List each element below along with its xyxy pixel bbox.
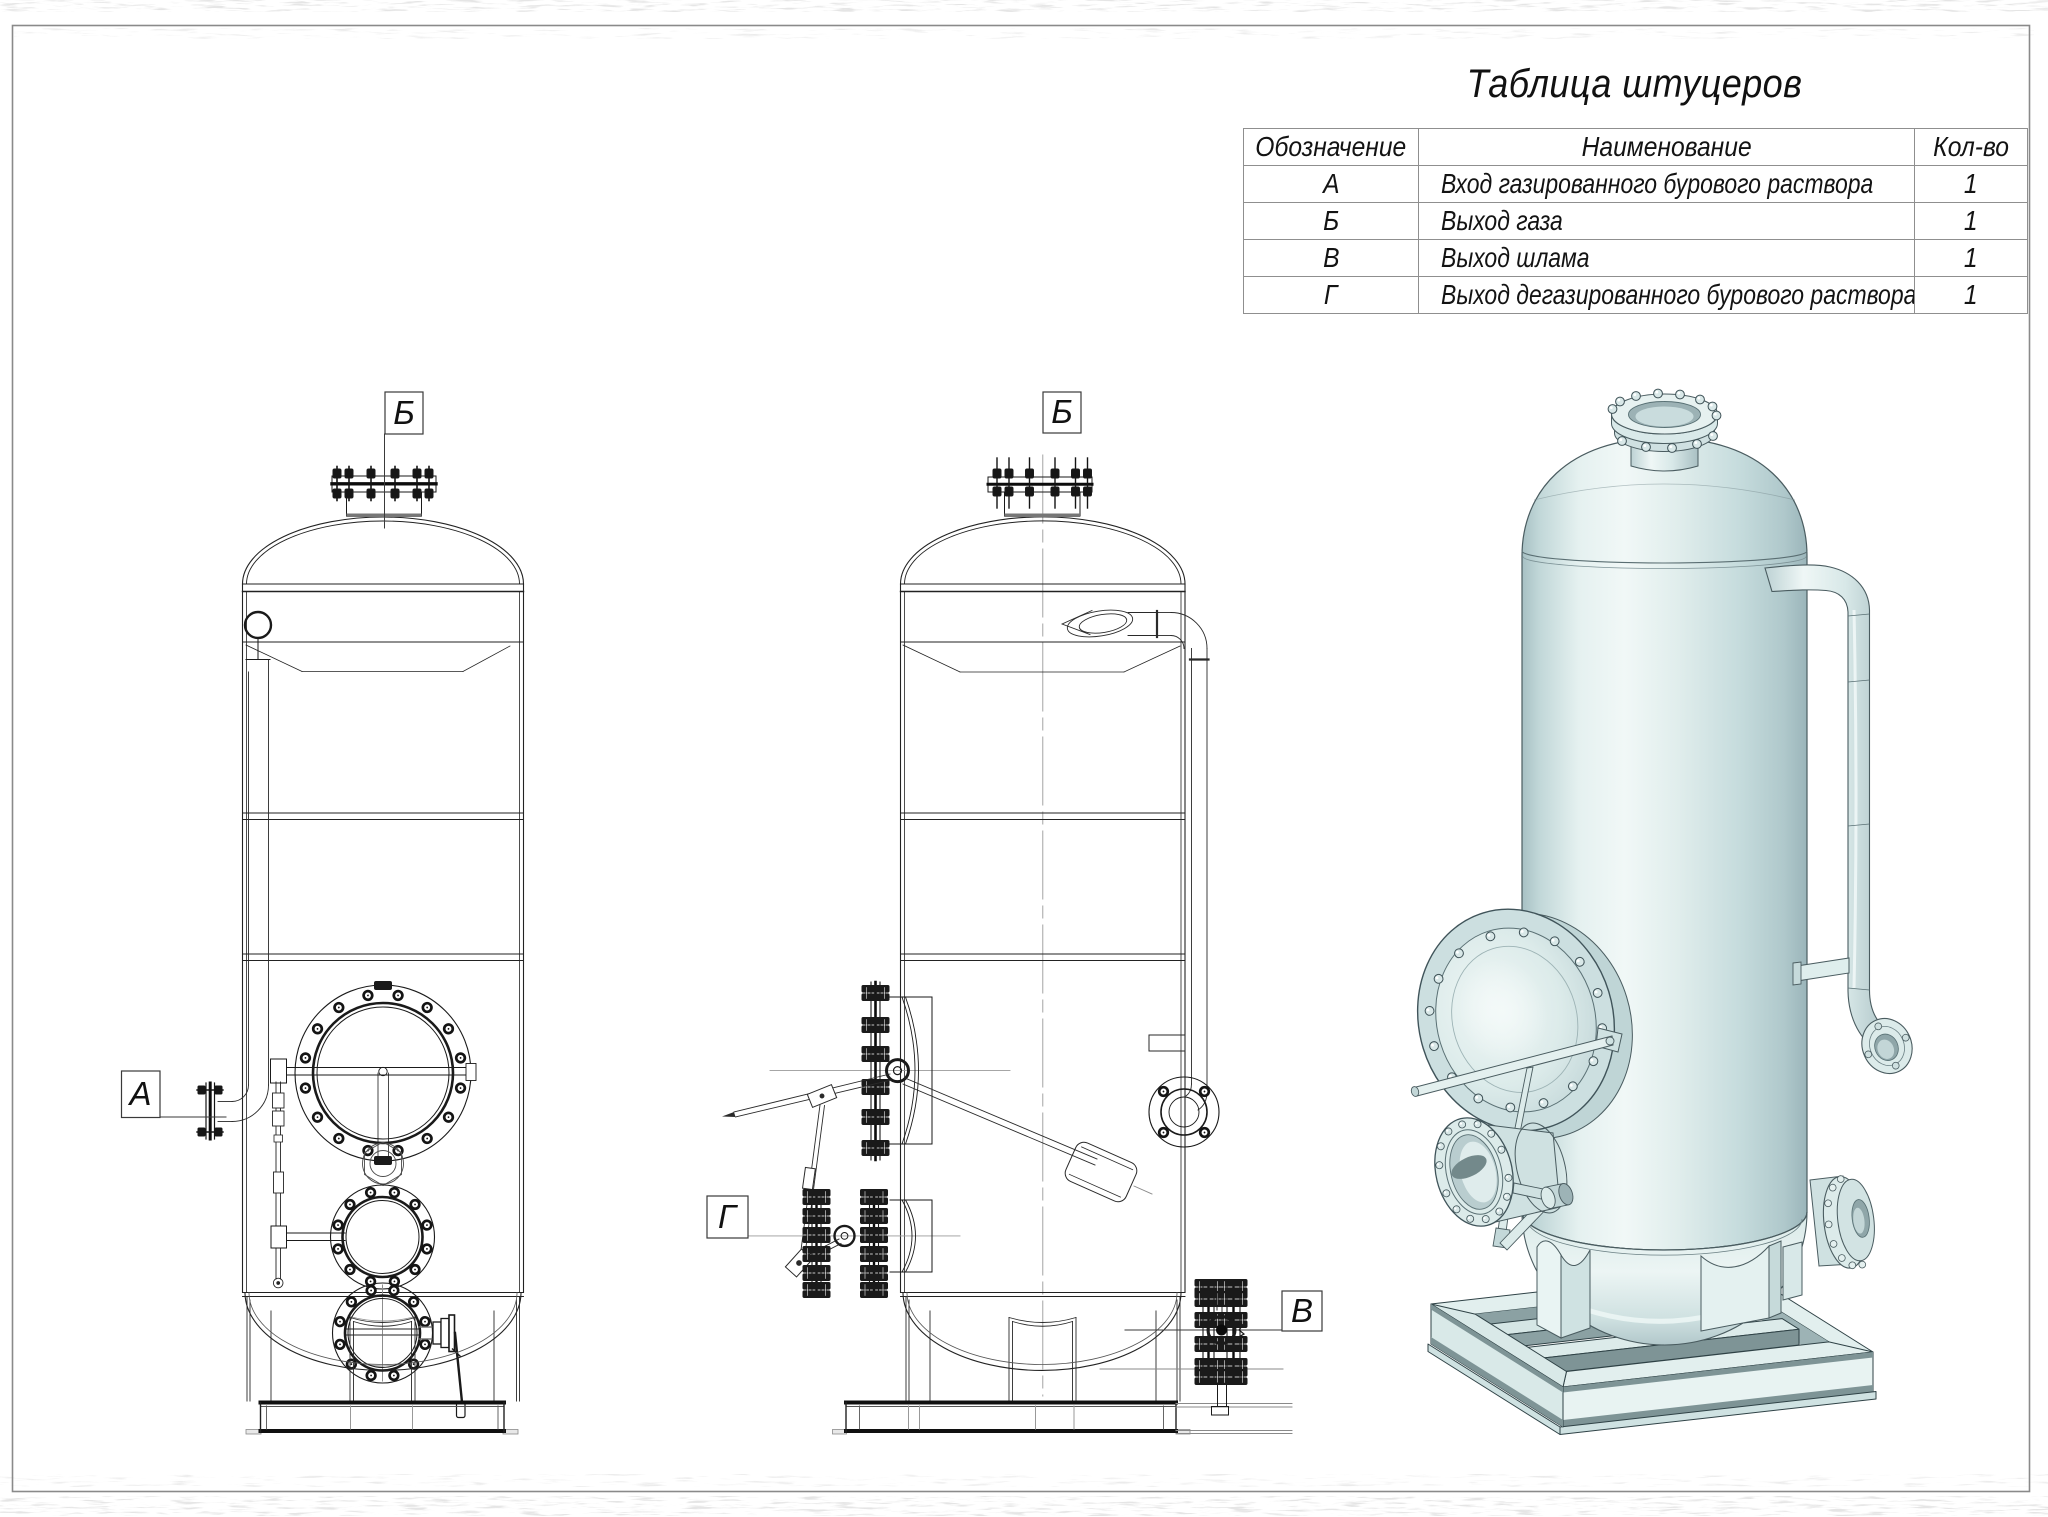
- table-row: Г Выход дегазированного бурового раствор…: [1243, 276, 2028, 314]
- front-nozzle-a-flange: [196, 1081, 224, 1141]
- callout-side-gas-label: Б: [1051, 393, 1072, 430]
- side-nozzle-v: [1124, 1279, 1283, 1416]
- front-flange-bottom: [331, 1282, 466, 1419]
- callout-side-gas: Б: [1042, 391, 1082, 434]
- front-manhole-big: [270, 981, 477, 1165]
- row-g-name: Выход дегазированного бурового раствора: [1418, 276, 1915, 314]
- col-header-designation: Обозначение: [1243, 128, 1419, 166]
- row-v-mark: В: [1243, 239, 1419, 277]
- col-header-qty: Кол-во: [1914, 128, 2028, 166]
- front-manhole-big-bolts: [299, 989, 467, 1157]
- row-b-mark: Б: [1243, 202, 1419, 240]
- side-downcomer-flange: [1148, 1076, 1220, 1148]
- front-flange-middle-bolts: [331, 1185, 434, 1289]
- callout-front-inlet-label: А: [127, 1075, 151, 1112]
- front-internal-funnel: [245, 644, 511, 673]
- side-manhole-big: [769, 980, 1011, 1162]
- nozzle-table-title: Таблица штуцеров: [1243, 62, 2027, 107]
- side-float-mechanism: [722, 1073, 1153, 1278]
- front-vent-fitting: [243, 610, 273, 660]
- nozzle-table-header-row: Обозначение Наименование Кол-во: [1243, 128, 2028, 166]
- front-float-linkage: [272, 1081, 285, 1289]
- iso-gooseneck-flange: [1861, 1017, 1913, 1075]
- callout-side-sludge-label: В: [1291, 1292, 1313, 1329]
- side-legs: [905, 1296, 1181, 1402]
- nozzle-table-title-text: Таблица штуцеров: [1467, 62, 1803, 106]
- side-inlet-device: [1061, 609, 1210, 1111]
- col-header-name: Наименование: [1418, 128, 1915, 166]
- side-nozzle-g: [747, 1189, 961, 1298]
- row-b-qty: 1: [1914, 202, 2028, 240]
- iso-top-nozzle: [1607, 388, 1722, 472]
- front-dome-outer: [241, 516, 525, 585]
- callout-side-mud-label: Г: [718, 1198, 738, 1235]
- row-v-qty: 1: [1914, 239, 2028, 277]
- front-dome-inner: [246, 520, 520, 585]
- front-base: [245, 1400, 519, 1435]
- callout-side-sludge: В: [1281, 1290, 1323, 1332]
- front-flange-middle: [270, 1184, 436, 1290]
- front-internal-riser: [217, 659, 269, 1122]
- row-b-name: Выход газа: [1418, 202, 1915, 240]
- sheet-frame: [11, 24, 2031, 1493]
- side-base: [832, 1368, 1293, 1435]
- iso-legs: [1536, 1240, 1803, 1339]
- callout-front-gas-label: Б: [393, 394, 414, 431]
- table-row: А Вход газированного бурового раствора 1: [1243, 165, 2028, 203]
- side-float-body: [1064, 1141, 1138, 1203]
- iso-manhole-big: [1410, 908, 1633, 1140]
- side-view: Г: [706, 391, 1323, 1435]
- nozzle-table: Обозначение Наименование Кол-во А Вход г…: [1243, 128, 2028, 314]
- iso-manhole-small: [1434, 1117, 1574, 1227]
- side-bottom-head: [902, 1291, 1182, 1372]
- front-valve-gland: [418, 1314, 466, 1419]
- iso-gooseneck-pipe: [1764, 564, 1913, 1075]
- front-view: А: [120, 391, 525, 1435]
- iso-view: [1410, 388, 1913, 1435]
- row-a-qty: 1: [1914, 165, 2028, 203]
- front-legs: [246, 1296, 520, 1402]
- row-g-qty: 1: [1914, 276, 2028, 314]
- iso-sludge-flange: [1809, 1175, 1875, 1270]
- row-a-name: Вход газированного бурового раствора: [1418, 165, 1915, 203]
- callout-front-gas: Б: [384, 391, 424, 529]
- front-bottom-head: [244, 1291, 522, 1372]
- callout-side-mud: Г: [706, 1195, 749, 1239]
- row-a-mark: А: [1243, 165, 1419, 203]
- side-nozzle-b: [986, 457, 1094, 517]
- row-g-mark: Г: [1243, 276, 1419, 314]
- iso-base-frame-front: [1427, 1303, 1877, 1435]
- table-row: Б Выход газа 1: [1243, 202, 2028, 240]
- callout-front-inlet: А: [120, 1070, 227, 1119]
- table-row: В Выход шлама 1: [1243, 239, 2028, 277]
- row-v-name: Выход шлама: [1418, 239, 1915, 277]
